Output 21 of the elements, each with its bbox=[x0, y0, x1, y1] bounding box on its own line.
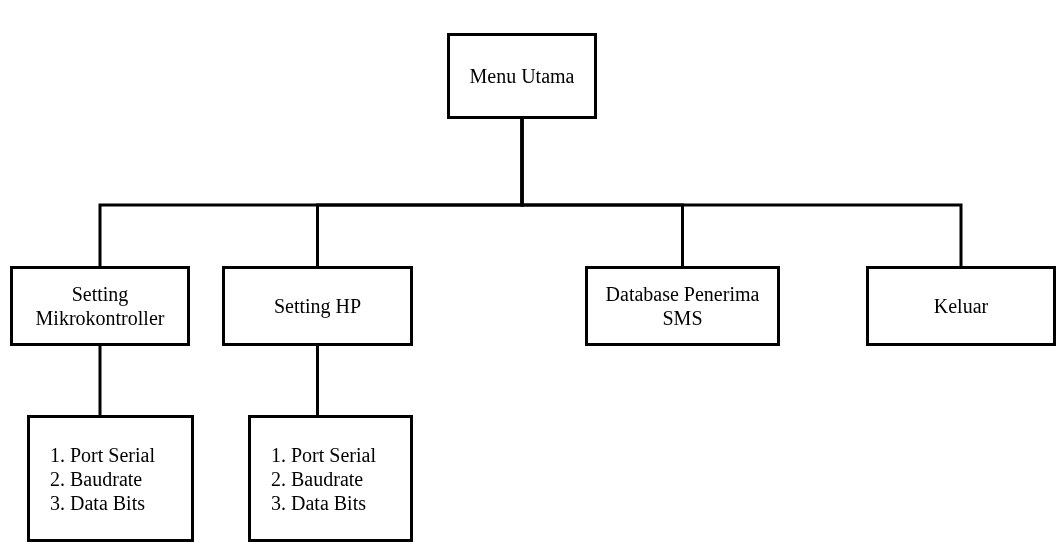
box-label: Menu Utama bbox=[469, 64, 575, 88]
menu-box bbox=[10, 266, 190, 346]
list-item: 1. Port Serial bbox=[271, 442, 376, 467]
menu-box bbox=[447, 33, 597, 119]
connector-line bbox=[98, 346, 102, 415]
menu-box bbox=[585, 266, 780, 346]
list-box bbox=[248, 415, 413, 542]
list-item: 1. Port Serial bbox=[50, 442, 155, 467]
list-box bbox=[27, 415, 194, 542]
list-item: 2. Baudrate bbox=[271, 466, 364, 491]
list-item: 3. Data Bits bbox=[50, 490, 145, 515]
list-item: 3. Data Bits bbox=[271, 490, 366, 515]
box-label: Setting HP bbox=[273, 294, 362, 318]
list-item: 2. Baudrate bbox=[50, 466, 143, 491]
menu-box bbox=[222, 266, 413, 346]
connector-line bbox=[520, 119, 963, 266]
connector-line bbox=[316, 346, 319, 415]
box-label: Keluar bbox=[933, 294, 989, 318]
menu-box bbox=[866, 266, 1056, 346]
box-label: Setting Mikrokontroller bbox=[34, 282, 166, 330]
box-label: Database Penerima SMS bbox=[604, 282, 761, 330]
